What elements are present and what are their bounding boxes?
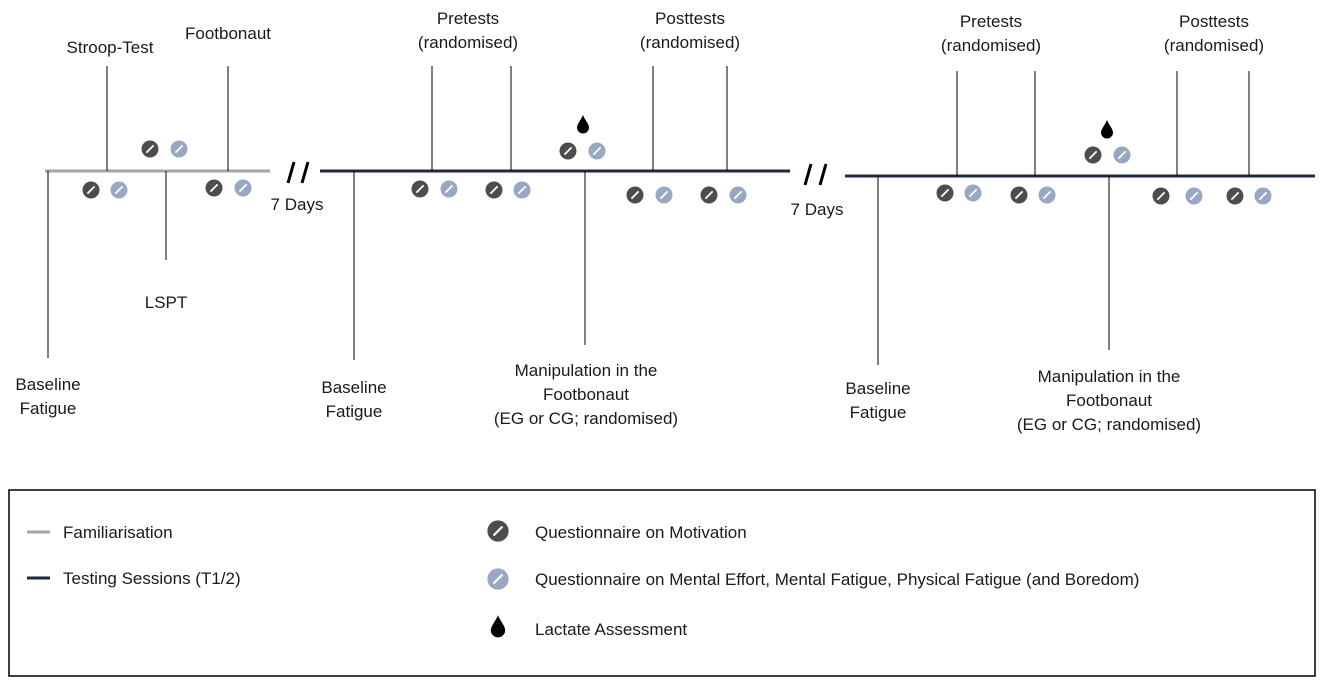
baseline-label-line2: Fatigue <box>326 402 383 421</box>
effort-icon <box>587 141 607 161</box>
effort-icon <box>233 178 253 198</box>
motivation-icon <box>1151 186 1171 206</box>
effort-icon <box>169 139 189 159</box>
gap-label: 7 Days <box>791 200 844 219</box>
familiarisation-timeline: Stroop-Test Footbonaut LSPT Baseline Fat… <box>15 24 271 418</box>
motivation-icon <box>410 179 430 199</box>
motivation-icon <box>935 183 955 203</box>
posttests-label-line2: (randomised) <box>640 33 740 52</box>
pretests-label-line1: Pretests <box>960 12 1022 31</box>
break-mark <box>286 161 296 184</box>
motivation-icon <box>1083 145 1103 165</box>
legend-familiarisation: Familiarisation <box>63 523 173 542</box>
effort-icon <box>1184 186 1204 206</box>
effort-icon <box>963 183 983 203</box>
lactate-icon <box>577 115 589 134</box>
manipulation-label-line1: Manipulation in the <box>515 361 658 380</box>
motivation-icon <box>204 178 224 198</box>
baseline-label-line1: Baseline <box>15 375 80 394</box>
gap-1: 7 Days <box>271 161 324 214</box>
effort-icon <box>728 185 748 205</box>
legend-testing: Testing Sessions (T1/2) <box>63 569 241 588</box>
motivation-icon <box>140 139 160 159</box>
effort-icon <box>512 180 532 200</box>
manipulation-label-line2: Footbonaut <box>543 385 629 404</box>
pretests-label-line2: (randomised) <box>941 36 1041 55</box>
break-mark <box>818 163 828 186</box>
motivation-icon <box>625 185 645 205</box>
pretests-label-line1: Pretests <box>437 9 499 28</box>
effort-icon <box>654 185 674 205</box>
posttests-label-line1: Posttests <box>655 9 725 28</box>
lactate-icon <box>1101 120 1113 139</box>
baseline-label-line1: Baseline <box>321 378 386 397</box>
baseline-label-line2: Fatigue <box>20 399 77 418</box>
legend-effort: Questionnaire on Mental Effort, Mental F… <box>535 570 1139 589</box>
manipulation-label-line1: Manipulation in the <box>1038 367 1181 386</box>
manipulation-label-line2: Footbonaut <box>1066 391 1152 410</box>
legend: Familiarisation Testing Sessions (T1/2) … <box>8 489 1316 677</box>
lspt-label: LSPT <box>145 293 188 312</box>
baseline-label-line2: Fatigue <box>850 403 907 422</box>
effort-icon <box>109 180 129 200</box>
effort-icon <box>1112 145 1132 165</box>
testing-session-t2: Pretests (randomised) Posttests (randomi… <box>845 12 1315 434</box>
pretests-label-line2: (randomised) <box>418 33 518 52</box>
break-mark <box>803 163 813 186</box>
effort-icon <box>486 567 510 591</box>
motivation-icon <box>486 519 510 543</box>
legend-motivation: Questionnaire on Motivation <box>535 523 747 542</box>
motivation-icon <box>1225 186 1245 206</box>
motivation-icon <box>699 185 719 205</box>
effort-icon <box>439 179 459 199</box>
posttests-label-line2: (randomised) <box>1164 36 1264 55</box>
motivation-icon <box>484 180 504 200</box>
gap-label: 7 Days <box>271 195 324 214</box>
posttests-label-line1: Posttests <box>1179 12 1249 31</box>
motivation-icon <box>1009 185 1029 205</box>
stroop-label: Stroop-Test <box>67 38 154 57</box>
motivation-icon <box>558 141 578 161</box>
testing-session-t1: Pretests (randomised) Posttests (randomi… <box>320 9 790 428</box>
manipulation-label-line3: (EG or CG; randomised) <box>1017 415 1201 434</box>
effort-icon <box>1037 185 1057 205</box>
legend-box <box>8 489 1316 677</box>
footbonaut-label: Footbonaut <box>185 24 271 43</box>
gap-2: 7 Days <box>791 163 844 219</box>
legend-lactate: Lactate Assessment <box>535 620 687 639</box>
effort-icon <box>1253 186 1273 206</box>
manipulation-label-line3: (EG or CG; randomised) <box>494 409 678 428</box>
baseline-label-line1: Baseline <box>845 379 910 398</box>
motivation-icon <box>81 180 101 200</box>
break-mark <box>300 161 310 184</box>
